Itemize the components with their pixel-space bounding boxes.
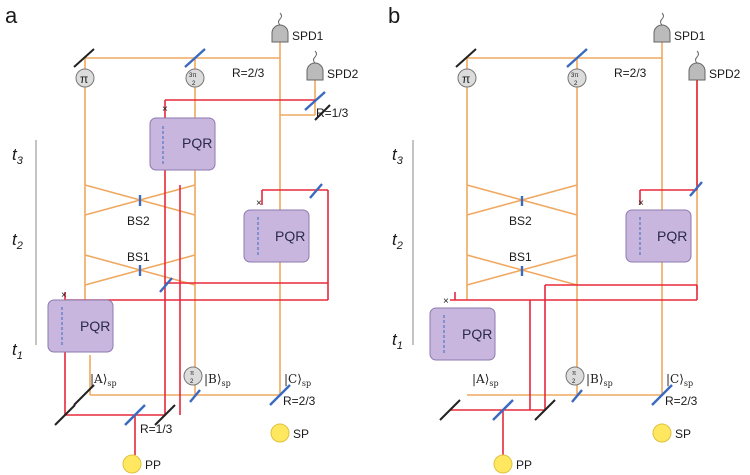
spd1-detector: SPD1 bbox=[271, 12, 324, 43]
svg-text:PQR: PQR bbox=[80, 318, 110, 334]
beamsplitters bbox=[124, 48, 326, 426]
reflectivity-top2: R=1/3 bbox=[316, 106, 349, 120]
spd2-detector-b: SPD2 bbox=[688, 50, 741, 81]
bs2-label-b: BS2 bbox=[509, 214, 532, 228]
bs2-label: BS2 bbox=[127, 214, 150, 228]
svg-text:PQR: PQR bbox=[657, 228, 687, 244]
svg-text:SPD2: SPD2 bbox=[327, 67, 359, 81]
state-C: |C⟩sp bbox=[284, 372, 311, 388]
pqr-box-bottom: PQR × bbox=[47, 290, 114, 353]
pqr-box-mid-b: PQR × bbox=[625, 198, 692, 263]
spd2-detector: SPD2 bbox=[306, 50, 359, 81]
mirrors-b bbox=[439, 48, 556, 421]
bs1-label-b: BS1 bbox=[509, 250, 532, 264]
bs1-label: BS1 bbox=[127, 250, 150, 264]
svg-text:SPD1: SPD1 bbox=[292, 29, 324, 43]
svg-text:PQR: PQR bbox=[275, 228, 305, 244]
time-t2-b: t2 bbox=[392, 230, 403, 252]
svg-text:π: π bbox=[572, 371, 576, 377]
phase-3pi-half: 3π 2 bbox=[185, 68, 205, 88]
panel-a-label: a bbox=[5, 3, 18, 28]
panel-b: b t3 t2 t1 bbox=[388, 3, 741, 474]
state-A-b: |A⟩sp bbox=[472, 372, 499, 388]
sp-source: SP bbox=[270, 423, 309, 443]
time-t1-b: t1 bbox=[392, 330, 403, 352]
svg-text:×: × bbox=[162, 104, 168, 115]
sp-source-b: SP bbox=[652, 423, 691, 443]
phase-pi-half-b: π 2 bbox=[565, 366, 585, 386]
svg-text:SPD1: SPD1 bbox=[674, 29, 706, 43]
reflectivity-bottom-right: R=2/3 bbox=[283, 394, 316, 408]
svg-text:3π: 3π bbox=[571, 73, 578, 79]
phase-pi: π bbox=[75, 68, 95, 88]
svg-text:2: 2 bbox=[192, 81, 196, 87]
panel-a: a t3 t2 t1 bbox=[5, 3, 359, 474]
time-t3: t3 bbox=[12, 145, 24, 167]
state-B-b: |B⟩sp bbox=[586, 372, 613, 388]
svg-text:PQR: PQR bbox=[462, 326, 492, 342]
svg-text:2: 2 bbox=[574, 81, 578, 87]
spd1-detector-b: SPD1 bbox=[653, 12, 706, 43]
svg-text:SP: SP bbox=[675, 427, 691, 441]
red-beams-b bbox=[450, 80, 698, 455]
state-C-b: |C⟩sp bbox=[666, 372, 693, 388]
svg-text:×: × bbox=[443, 296, 449, 307]
phase-pi-b: π bbox=[457, 68, 477, 88]
time-t3-b: t3 bbox=[392, 145, 404, 167]
pqr-box-bottom-b: PQR × bbox=[429, 296, 496, 361]
reflectivity-top1: R=2/3 bbox=[232, 66, 265, 80]
beamsplitters-b bbox=[492, 48, 703, 421]
time-t2: t2 bbox=[12, 230, 23, 252]
svg-text:3π: 3π bbox=[189, 73, 196, 79]
svg-text:2: 2 bbox=[190, 379, 194, 385]
pp-source: PP bbox=[122, 454, 161, 474]
state-B: |B⟩sp bbox=[204, 372, 231, 388]
mirrors bbox=[54, 48, 331, 426]
svg-text:π: π bbox=[80, 72, 88, 86]
state-A: |A⟩sp bbox=[90, 372, 117, 388]
reflectivity-bottom-left: R=1/3 bbox=[140, 422, 173, 436]
pp-source-b: PP bbox=[493, 454, 532, 474]
svg-text:×: × bbox=[256, 198, 262, 209]
svg-text:π: π bbox=[190, 371, 194, 377]
svg-text:PQR: PQR bbox=[182, 135, 212, 151]
svg-text:2: 2 bbox=[572, 379, 576, 385]
time-t1: t1 bbox=[12, 340, 23, 362]
svg-text:PP: PP bbox=[516, 458, 532, 472]
reflectivity-top1-b: R=2/3 bbox=[614, 66, 647, 80]
svg-text:π: π bbox=[462, 72, 470, 86]
svg-text:×: × bbox=[638, 198, 644, 209]
phase-pi-half: π 2 bbox=[183, 366, 203, 386]
svg-text:×: × bbox=[61, 290, 67, 301]
pqr-box-mid: PQR × bbox=[243, 198, 310, 263]
pqr-box-top: PQR × bbox=[149, 104, 216, 171]
svg-text:SP: SP bbox=[293, 427, 309, 441]
panel-b-label: b bbox=[388, 3, 400, 28]
svg-text:SPD2: SPD2 bbox=[709, 67, 741, 81]
reflectivity-bottom-right-b: R=2/3 bbox=[665, 394, 698, 408]
phase-3pi-half-b: 3π 2 bbox=[567, 68, 587, 88]
svg-text:PP: PP bbox=[145, 458, 161, 472]
